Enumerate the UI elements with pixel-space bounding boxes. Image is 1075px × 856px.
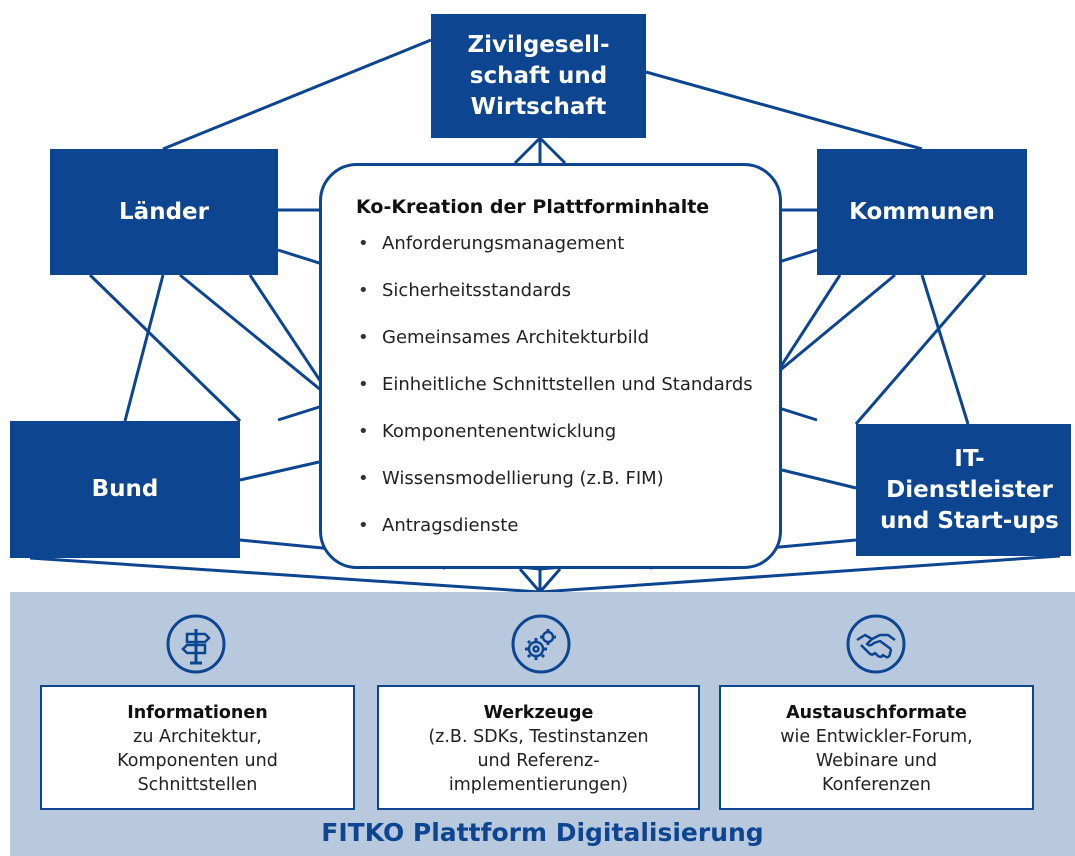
cocreation-list: Anforderungsmanagement Sicherheitsstanda… (356, 232, 759, 537)
handshake-icon (845, 613, 907, 675)
platform-card-information: Informationen zu Architektur, Komponente… (40, 685, 355, 810)
list-item: Gemeinsames Architekturbild (356, 326, 759, 349)
stakeholder-kommunen: Kommunen (817, 149, 1027, 275)
list-item: Wissensmodellierung (z.B. FIM) (356, 467, 759, 490)
list-item: Einheitliche Schnittstellen und Standard… (356, 373, 759, 396)
stakeholder-bund: Bund (10, 421, 240, 558)
list-item: Komponentenentwicklung (356, 420, 759, 443)
stakeholder-label: Zivilgesell- schaft und Wirtschaft (467, 31, 610, 120)
platform-card-tools: Werkzeuge (z.B. SDKs, Testinstanzen und … (377, 685, 700, 810)
platform-card-exchange: Austauschformate wie Entwickler-Forum, W… (719, 685, 1034, 810)
card-title: Austauschformate (786, 703, 967, 723)
stakeholder-laender: Länder (50, 149, 278, 275)
stakeholder-it-providers: IT-Dienstleister und Start-ups (856, 424, 1071, 556)
card-body: wie Entwickler-Forum, Webinare und Konfe… (780, 727, 973, 795)
signpost-icon (165, 613, 227, 675)
stakeholder-civil-society: Zivilgesell- schaft und Wirtschaft (431, 14, 646, 138)
cocreation-title: Ko-Kreation der Plattforminhalte (356, 196, 710, 218)
card-title: Informationen (127, 703, 268, 723)
card-body: zu Architektur, Komponenten und Schnitts… (117, 727, 278, 795)
list-item: Antragsdienste (356, 514, 759, 537)
stakeholder-label: Kommunen (849, 198, 995, 225)
list-item: Sicherheitsstandards (356, 279, 759, 302)
platform-title: FITKO Plattform Digitalisierung (321, 818, 764, 847)
stakeholder-label: IT-Dienstleister und Start-ups (880, 445, 1059, 534)
list-item: Anforderungsmanagement (356, 232, 759, 255)
stakeholder-label: Länder (119, 198, 209, 225)
stakeholder-label: Bund (91, 476, 159, 502)
gears-icon (510, 613, 572, 675)
cocreation-box: Ko-Kreation der Plattforminhalte Anforde… (319, 163, 782, 569)
card-body: (z.B. SDKs, Testinstanzen und Referenz- … (428, 727, 649, 795)
card-title: Werkzeuge (483, 703, 594, 723)
